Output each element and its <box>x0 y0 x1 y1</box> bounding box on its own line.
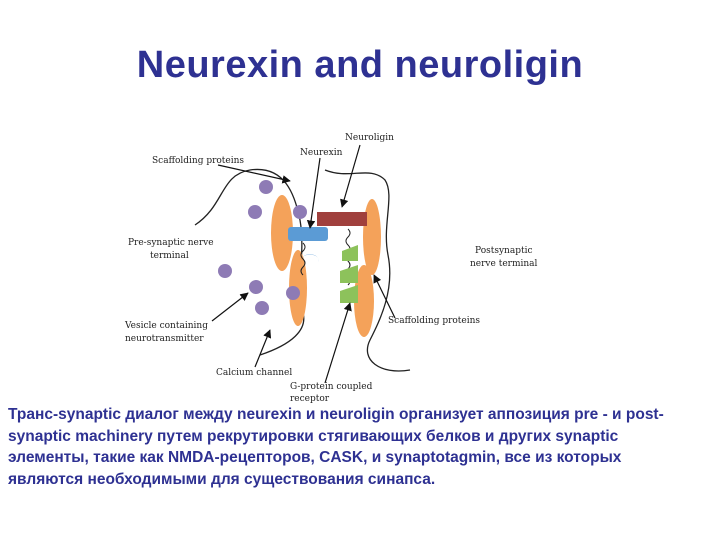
synapse-diagram: Scaffolding proteins Neurexin Neuroligin… <box>120 125 540 405</box>
label-postsynaptic-line1: Postsynaptic <box>475 246 533 256</box>
slide-title: Neurexin and neuroligin <box>136 44 584 86</box>
calcium-channel <box>258 318 277 333</box>
postsynaptic-scaffold-lower <box>354 265 374 337</box>
presynaptic-scaffold <box>271 195 293 271</box>
gpcr-receptor <box>340 285 358 303</box>
label-gprotein-line2: receptor <box>290 394 330 404</box>
label-scaffolding-right: Scaffolding proteins <box>388 316 480 326</box>
label-neurexin: Neurexin <box>300 148 343 158</box>
vesicle <box>248 205 262 219</box>
label-vesicle-line2: neurotransmitter <box>125 334 204 344</box>
linker-squiggle <box>300 242 306 276</box>
postsynaptic-membrane <box>324 169 411 372</box>
vesicle <box>293 205 307 219</box>
label-postsynaptic-line2: nerve terminal <box>470 259 538 269</box>
label-calcium-channel: Calcium channel <box>216 368 292 378</box>
calcium-channel <box>290 172 309 187</box>
presynaptic-membrane <box>194 168 305 356</box>
gpcr-receptor <box>342 245 358 261</box>
postsynaptic-scaffold <box>363 199 381 275</box>
vesicle <box>259 180 273 194</box>
neuroligin-protein <box>317 212 367 226</box>
neurexin-protein <box>288 227 328 241</box>
label-vesicle-line1: Vesicle containing <box>124 321 208 331</box>
vesicle <box>249 280 263 294</box>
label-presynaptic-line1: Pre-synaptic nerve <box>128 238 214 248</box>
label-gprotein-line1: G-protein coupled <box>290 382 373 392</box>
presynaptic-scaffold-lower <box>289 250 307 326</box>
gpcr-receptor <box>340 265 358 283</box>
label-scaffolding-top: Scaffolding proteins <box>152 156 244 166</box>
vesicle <box>286 286 300 300</box>
label-neuroligin: Neuroligin <box>345 133 394 143</box>
vesicle <box>218 264 232 278</box>
label-presynaptic-line2: terminal <box>150 251 189 261</box>
vesicle <box>255 301 269 315</box>
slide-caption: Транс-synaptic диалог между neurexin и n… <box>8 406 664 488</box>
